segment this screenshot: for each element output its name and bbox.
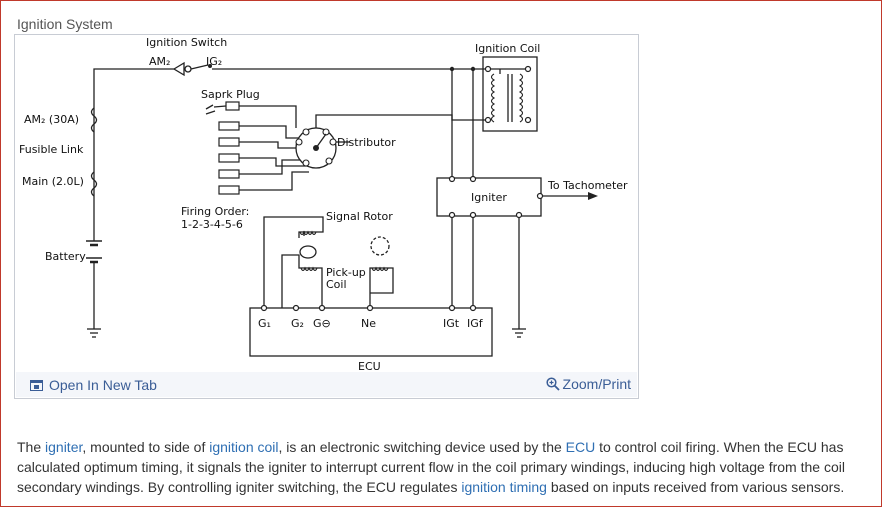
link-igniter[interactable]: igniter: [45, 439, 83, 455]
tachometer-arrow-icon: [588, 192, 598, 200]
label-ne: Ne: [361, 317, 376, 330]
distributor-symbol: [295, 127, 350, 169]
link-ignition-coil[interactable]: ignition coil: [209, 439, 279, 455]
label-ecu: ECU: [358, 360, 381, 372]
section-title: Ignition System: [17, 16, 113, 32]
am2-fuse: [90, 107, 98, 133]
label-igf: IGf: [467, 317, 484, 330]
label-firing-order-title: Firing Order:: [181, 205, 249, 218]
link-ecu[interactable]: ECU: [565, 439, 596, 455]
label-g1: G₁: [258, 317, 271, 330]
battery-symbol: [86, 236, 102, 329]
zoom-print-label: Zoom/Print: [562, 376, 631, 392]
label-signal-rotor: Signal Rotor: [326, 210, 393, 223]
open-in-new-tab-link[interactable]: Open In New Tab: [30, 377, 157, 393]
ignition-switch-symbol: [172, 61, 212, 77]
caption-text: based on inputs received from various se…: [546, 479, 845, 495]
label-igniter: Igniter: [471, 191, 507, 204]
label-ignition-coil: Ignition Coil: [475, 42, 540, 55]
label-ignition-switch: Ignition Switch: [146, 36, 227, 49]
magnifier-icon: [545, 377, 560, 391]
label-spark-plug: Saprk Plug: [201, 88, 260, 101]
label-am2-fuse: AM₂ (30A): [24, 113, 79, 126]
caption-text: to control coil firing. When the ECU has…: [17, 439, 845, 495]
coil-secondary-wire: [315, 114, 485, 135]
figure-toolbar: Open In New Tab Zoom/Print: [16, 372, 637, 397]
label-g2: G₂: [291, 317, 304, 330]
label-battery: Battery: [45, 250, 86, 263]
label-pickup-coil-2: Coil: [326, 278, 347, 291]
label-pickup-coil: Pick-up: [326, 266, 366, 279]
ignition-system-diagram: Ignition Switch AM₂ IG₂ Ignition Coil Sa…: [19, 36, 628, 372]
label-fusible-link: Fusible Link: [19, 143, 84, 156]
ecu-box: [249, 307, 493, 357]
igniter-ground-icon: [512, 328, 526, 338]
zoom-print-link[interactable]: Zoom/Print: [545, 376, 631, 392]
caption-text: The: [17, 439, 46, 455]
figure-box: Ignition Switch AM₂ IG₂ Ignition Coil Sa…: [14, 34, 639, 399]
caption-text: , mounted to side of: [82, 439, 210, 455]
caption-text: , is an electronic switching device used…: [278, 439, 566, 455]
g-signal-generator: [263, 216, 324, 308]
main-supply-wire: [93, 68, 174, 236]
main-fuse: [90, 171, 98, 197]
link-ignition-timing[interactable]: ignition timing: [461, 479, 547, 495]
igniter-box: [436, 177, 542, 217]
ignition-coil-symbol: [482, 56, 538, 132]
label-firing-order-value: 1-2-3-4-5-6: [181, 218, 243, 231]
label-ig2: IG₂: [206, 55, 222, 68]
ne-signal-generator: [369, 236, 394, 308]
label-am2: AM₂: [149, 55, 170, 68]
label-main-fuse: Main (2.0L): [22, 175, 84, 188]
open-in-new-tab-label: Open In New Tab: [49, 377, 157, 393]
spark-plug-icons: [205, 101, 311, 195]
caption-paragraph: The igniter, mounted to side of ignition…: [17, 437, 877, 497]
open-tab-icon: [30, 379, 43, 391]
label-to-tachometer: To Tachometer: [547, 179, 628, 192]
label-distributor: Distributor: [337, 136, 396, 149]
battery-ground-icon: [87, 328, 101, 338]
label-igt: IGt: [443, 317, 460, 330]
label-g-minus: G⊖: [313, 317, 331, 330]
